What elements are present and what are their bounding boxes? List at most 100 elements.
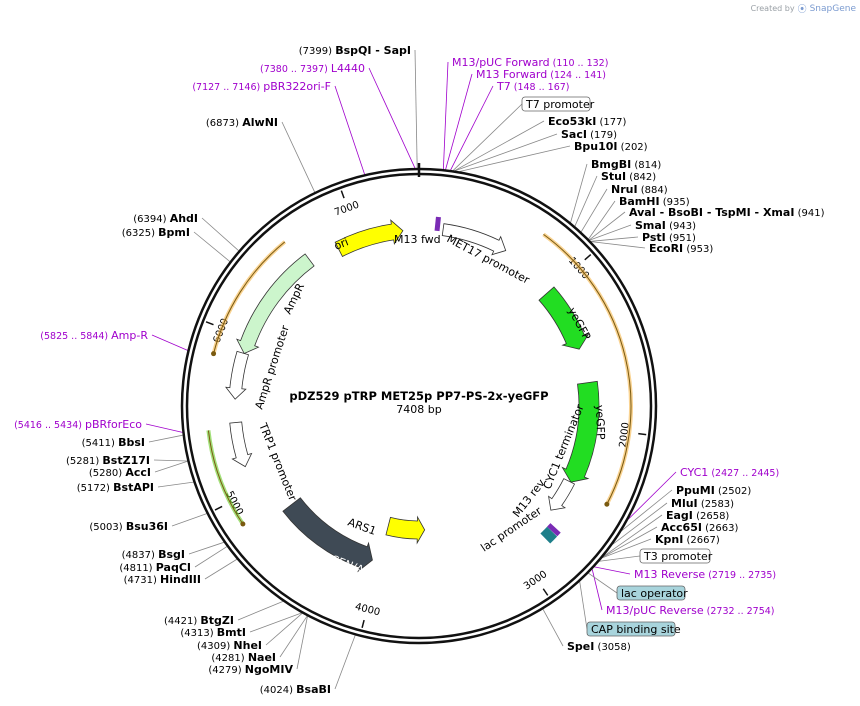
feature-arrow-yegfp — [538, 286, 590, 350]
site-ahdi-name: AhdI — [170, 212, 198, 225]
leader-primer-m13-puc-forward — [442, 61, 449, 170]
tick-6000 — [205, 321, 214, 326]
label-site-bmgbi: BmgBI (814) — [591, 158, 661, 171]
label-site-ahdi: (6394) AhdI — [133, 212, 198, 225]
box-label-t7-promoter: T7 promoter — [525, 98, 595, 111]
label-site-mlui: MluI (2583) — [671, 497, 734, 510]
label-site-ppumi: PpuMI (2502) — [676, 484, 751, 497]
label-site-nhei: (4309) NheI — [197, 639, 262, 652]
label-site-ecori: EcoRI (953) — [649, 242, 713, 255]
feature-arrow-cyc1-terminator — [548, 478, 576, 511]
site-and-primer-labels: Eco53kI (177)SacI (179)Bpu10I (202)BmgBI… — [14, 44, 824, 696]
label-site-nrui: NruI (884) — [611, 183, 668, 196]
label-primer-l4440: (7380 .. 7397) L4440 — [260, 62, 365, 75]
site-nrui-name: NruI — [611, 183, 638, 196]
label-site-spei: SpeI (3058) — [567, 640, 631, 653]
site-bsu36i-name: Bsu36I — [126, 520, 168, 533]
site-mlui-pos: (2583) — [698, 499, 735, 510]
site-ppumi-pos: (2502) — [715, 486, 752, 497]
site-paqci-pos: (4811) — [119, 563, 155, 574]
tick-label-7000: 7000 — [333, 200, 361, 219]
site-eco53ki-name: Eco53kI — [548, 115, 596, 128]
leader-site-bstz17i — [153, 459, 188, 462]
label-primer-cyc1: CYC1 (2427 .. 2445) — [680, 466, 779, 479]
label-site-avai-bsobi-tspmi-xmai: AvaI - BsoBI - TspMI - XmaI (941) — [629, 206, 825, 219]
leader-site-stui — [574, 175, 598, 227]
primer-amp-r-pos: (5825 .. 5844) — [40, 331, 111, 342]
site-bpmi-name: BpmI — [158, 226, 190, 239]
snapgene-logo-icon: ⦿ — [797, 5, 807, 15]
site-kpni-name: KpnI — [655, 533, 683, 546]
label-site-psti: PstI (951) — [642, 231, 696, 244]
site-bstapi-pos: (5172) — [77, 483, 113, 494]
primer-m13-puc-reverse-name: M13/pUC Reverse — [606, 604, 704, 617]
tick-5000 — [214, 505, 223, 511]
feature-arrow-met17-promoter — [441, 223, 507, 256]
site-naei-pos: (4281) — [211, 653, 247, 664]
leader-primer-pbrforeco — [145, 423, 183, 433]
leader-site-ahdi — [201, 217, 239, 252]
label-site-bsu36i: (5003) Bsu36I — [89, 520, 168, 533]
primer-amp-r-name: Amp-R — [111, 329, 148, 342]
small-mark-3 — [543, 526, 558, 541]
credit-prefix: Created by — [750, 4, 795, 13]
site-bspqi-sapi-name: BspQI - SapI — [335, 44, 411, 57]
box-lac-operator — [616, 585, 686, 601]
leader-site-eco53ki — [454, 120, 545, 172]
site-avai-bsobi-tspmi-xmai-name: AvaI - BsoBI - TspMI - XmaI — [629, 206, 794, 219]
primer-pbrforeco-pos: (5416 .. 5434) — [14, 420, 85, 431]
site-stui-name: StuI — [601, 170, 626, 183]
site-bamhi-name: BamHI — [619, 195, 660, 208]
leader-site-ecori — [591, 241, 646, 249]
box-t7-promoter — [521, 96, 591, 112]
tick-3000 — [542, 588, 549, 596]
label-primer-m13-puc-reverse: M13/pUC Reverse (2732 .. 2754) — [606, 604, 775, 617]
label-site-eagi: EagI (2658) — [666, 509, 729, 522]
leader-site-bsgi — [188, 541, 225, 555]
leader-site-bamhi — [588, 200, 616, 240]
tick-4000 — [361, 619, 365, 629]
site-bpu10i-pos: (202) — [618, 142, 648, 153]
site-btgzi-pos: (4421) — [164, 616, 200, 627]
site-eagi-pos: (2658) — [693, 511, 730, 522]
site-psti-name: PstI — [642, 231, 666, 244]
site-bsgi-pos: (4837) — [122, 550, 158, 561]
primer-pbrforeco-name: pBRforEco — [85, 418, 142, 431]
leader-site-mlui — [612, 502, 668, 545]
site-bspqi-sapi-pos: (7399) — [299, 46, 335, 57]
primer-m13-puc-forward-name: M13/pUC Forward — [452, 56, 550, 69]
label-site-bsabi: (4024) BsaBI — [260, 683, 331, 696]
small-mark-4 — [540, 529, 554, 544]
leader-primer-cyc1 — [628, 471, 677, 520]
primer-m13-forward-pos: (124 .. 141) — [547, 70, 606, 81]
feature-arrow-cen-ars — [282, 497, 373, 573]
leader-site-nhei — [265, 613, 303, 646]
leader-primer-l4440 — [368, 67, 416, 169]
site-bstapi-name: BstAPI — [113, 481, 154, 494]
site-ecori-pos: (953) — [683, 244, 713, 255]
primer-pbr322ori-f-pos: (7127 .. 7146) — [192, 82, 263, 93]
site-smai-pos: (943) — [666, 221, 696, 232]
leader-site-btgzi — [237, 600, 284, 621]
site-acci-name: AccI — [125, 466, 151, 479]
label-site-saci: SacI (179) — [561, 128, 617, 141]
leader-site-alwni — [281, 121, 316, 193]
site-naei-name: NaeI — [248, 651, 276, 664]
site-btgzi-name: BtgZI — [200, 614, 234, 627]
primer-l4440-pos: (7380 .. 7397) — [260, 64, 331, 75]
leader-site-eagi — [603, 514, 663, 557]
leader-site-bspqi-sapi — [414, 49, 418, 169]
tick-1000 — [584, 253, 592, 261]
leader-box-t3-promoter — [599, 555, 641, 562]
small-mark-1 — [434, 216, 441, 232]
site-bmgbi-name: BmgBI — [591, 158, 631, 171]
site-bmti-pos: (4313) — [180, 628, 216, 639]
label-site-bsgi: (4837) BsgI — [122, 548, 185, 561]
leader-site-spei — [542, 608, 564, 647]
site-alwni-pos: (6873) — [206, 118, 242, 129]
site-psti-pos: (951) — [666, 233, 696, 244]
plasmid-title: pDZ529 pTRP MET25p PP7-PS-2x-yeGFP — [289, 389, 548, 403]
site-nhei-name: NheI — [233, 639, 262, 652]
leader-site-bbsi — [148, 434, 183, 443]
site-bsabi-name: BsaBI — [296, 683, 331, 696]
